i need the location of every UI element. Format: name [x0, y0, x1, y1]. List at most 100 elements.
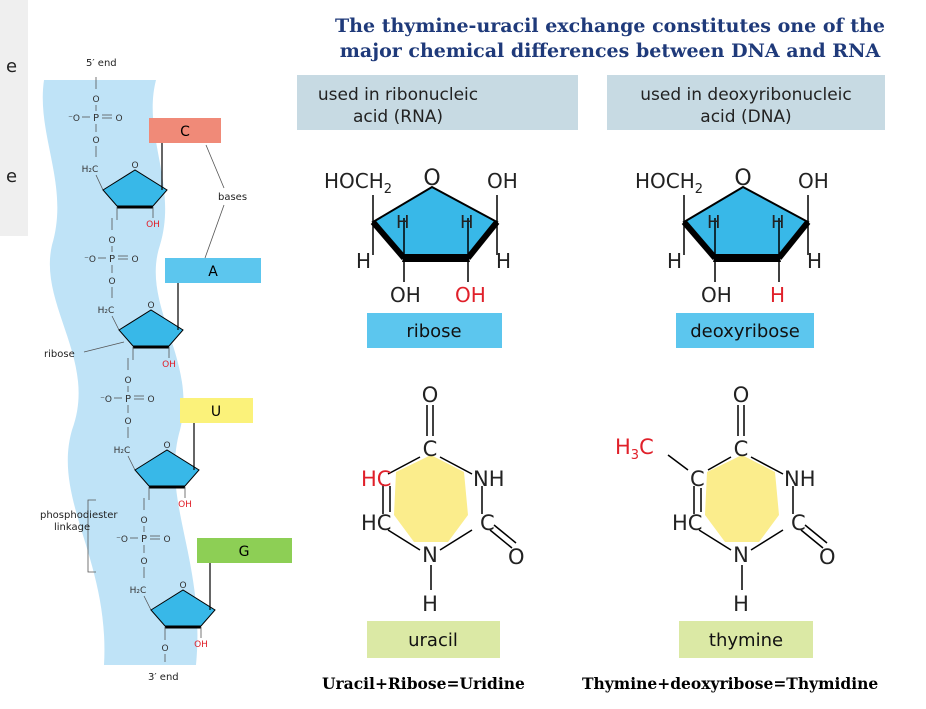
dna-header-box — [607, 75, 885, 130]
phosphorus: P — [125, 394, 131, 405]
thymine-structure: O C H3C C NH HC C N O H — [615, 383, 836, 616]
sugar-ring — [118, 309, 184, 347]
bases-leader — [204, 144, 225, 259]
thymine-c: C — [791, 511, 806, 535]
deoxyribose-c1-oh: OH — [798, 169, 829, 193]
deoxyribose-h: H — [667, 249, 682, 273]
thymine-nh: NH — [784, 467, 816, 491]
dna-header-line-1: used in deoxyribonucleic — [640, 85, 852, 105]
rna-header-box — [297, 75, 578, 130]
side-text-fragment: e — [6, 56, 18, 77]
phosphorus: P — [93, 113, 99, 124]
ring-oxygen: O — [179, 581, 186, 591]
phosphate-charged-oxygen: ⁻O — [116, 535, 128, 545]
deoxyribose-name: deoxyribose — [690, 321, 800, 342]
uracil-nh: NH — [473, 467, 505, 491]
linkage-label-1: phosphodiester — [40, 510, 118, 521]
sugar-ring — [134, 449, 200, 487]
phosphate-oxygen: O — [92, 136, 99, 146]
phosphate-charged-oxygen: ⁻O — [100, 395, 112, 405]
thymine-h: H — [733, 592, 749, 616]
hydroxyl-group: OH — [178, 500, 192, 510]
uracil-name: uracil — [408, 630, 458, 651]
sugar-ring — [102, 169, 168, 207]
thymine-o: O — [733, 383, 750, 407]
headline-line-2: major chemical differences between DNA a… — [339, 40, 881, 62]
linkage-bracket — [87, 499, 96, 573]
uracil-c: C — [480, 511, 495, 535]
sugar-ring — [150, 589, 216, 627]
thymine-hc: HC — [672, 511, 702, 535]
phosphorus: P — [109, 254, 115, 265]
hydroxyl-group: OH — [194, 640, 208, 650]
base-a-label: A — [208, 264, 218, 280]
side-panel: e e — [0, 0, 28, 236]
ring-oxygen: O — [131, 161, 138, 171]
deoxyribose-label-box — [676, 313, 814, 348]
deoxyribose-h: H — [807, 249, 822, 273]
deoxyribose-h: H — [707, 212, 721, 233]
headline-line-1: The thymine-uracil exchange constitutes … — [335, 15, 885, 37]
phosphate-charged-oxygen: ⁻O — [68, 114, 80, 124]
uracil-ring — [394, 455, 468, 542]
thymidine-caption: Thymine+deoxyribose=Thymidine — [582, 674, 879, 693]
phosphate-oxygen: O — [108, 236, 115, 246]
methylene-carbon: H₂C — [114, 446, 131, 456]
ribose-c1-oh: OH — [487, 169, 518, 193]
ribose-c2-oh: OH — [455, 283, 486, 307]
phosphate-oxygen: O — [108, 277, 115, 287]
five-prime-label: 5′ end — [86, 58, 117, 69]
phosphate-charged-oxygen: ⁻O — [84, 255, 96, 265]
hydroxyl-group: OH — [162, 360, 176, 370]
ribose-structure: HOCH2 O OH H H H H OH OH — [324, 166, 518, 307]
base-g-box — [197, 538, 292, 563]
methylene-carbon: H₂C — [98, 306, 115, 316]
uracil-h: H — [422, 592, 438, 616]
base-connectors — [161, 143, 211, 610]
deoxyribose-structure: HOCH2 O OH H H H H OH H — [635, 166, 829, 307]
ribose-label-box — [367, 313, 502, 348]
uracil-structure: O C HC NH HC C N O H — [361, 383, 525, 616]
ribose-label: ribose — [44, 349, 75, 360]
uracil-o: O — [422, 383, 439, 407]
thymine-ring — [705, 455, 779, 542]
uracil-label-box — [367, 621, 500, 658]
thymine-o: O — [819, 545, 836, 569]
ribose-h: H — [356, 249, 371, 273]
deoxyribose-c3-oh: OH — [701, 283, 732, 307]
deoxyribose-h: H — [771, 212, 785, 233]
ribose-name: ribose — [406, 321, 461, 342]
methylene-carbon: H₂C — [130, 586, 147, 596]
ribose-h: H — [460, 212, 474, 233]
thymine-c5: C — [690, 467, 705, 491]
terminal-oxygen: O — [161, 644, 168, 654]
uracil-hc-red: HC — [361, 467, 391, 491]
ribose-c3-oh: OH — [390, 283, 421, 307]
phosphate-oxygen: O — [140, 557, 147, 567]
phosphate-double-oxygen: O — [115, 114, 122, 124]
hydroxyl-group: OH — [146, 220, 160, 230]
base-u-box — [180, 398, 253, 423]
phosphorus: P — [141, 534, 147, 545]
three-prime-label: 3′ end — [148, 672, 179, 683]
ribose-leader — [83, 341, 125, 353]
uridine-caption: Uracil+Ribose=Uridine — [322, 674, 525, 693]
thymine-c: C — [734, 437, 749, 461]
phosphate-oxygen: O — [92, 95, 99, 105]
rna-header-line-1: used in ribonucleic — [318, 85, 478, 105]
uracil-hc: HC — [361, 511, 391, 535]
thymine-h3c: H3C — [615, 435, 654, 463]
thymine-name: thymine — [709, 630, 783, 651]
headline: The thymine-uracil exchange constitutes … — [300, 14, 920, 64]
strand-background — [42, 80, 198, 665]
thymine-label-box — [679, 621, 813, 658]
ribose-hoch2: HOCH2 — [324, 169, 392, 197]
ribose-h: H — [496, 249, 511, 273]
linkage-label-2: linkage — [54, 522, 90, 533]
uracil-o: O — [508, 545, 525, 569]
